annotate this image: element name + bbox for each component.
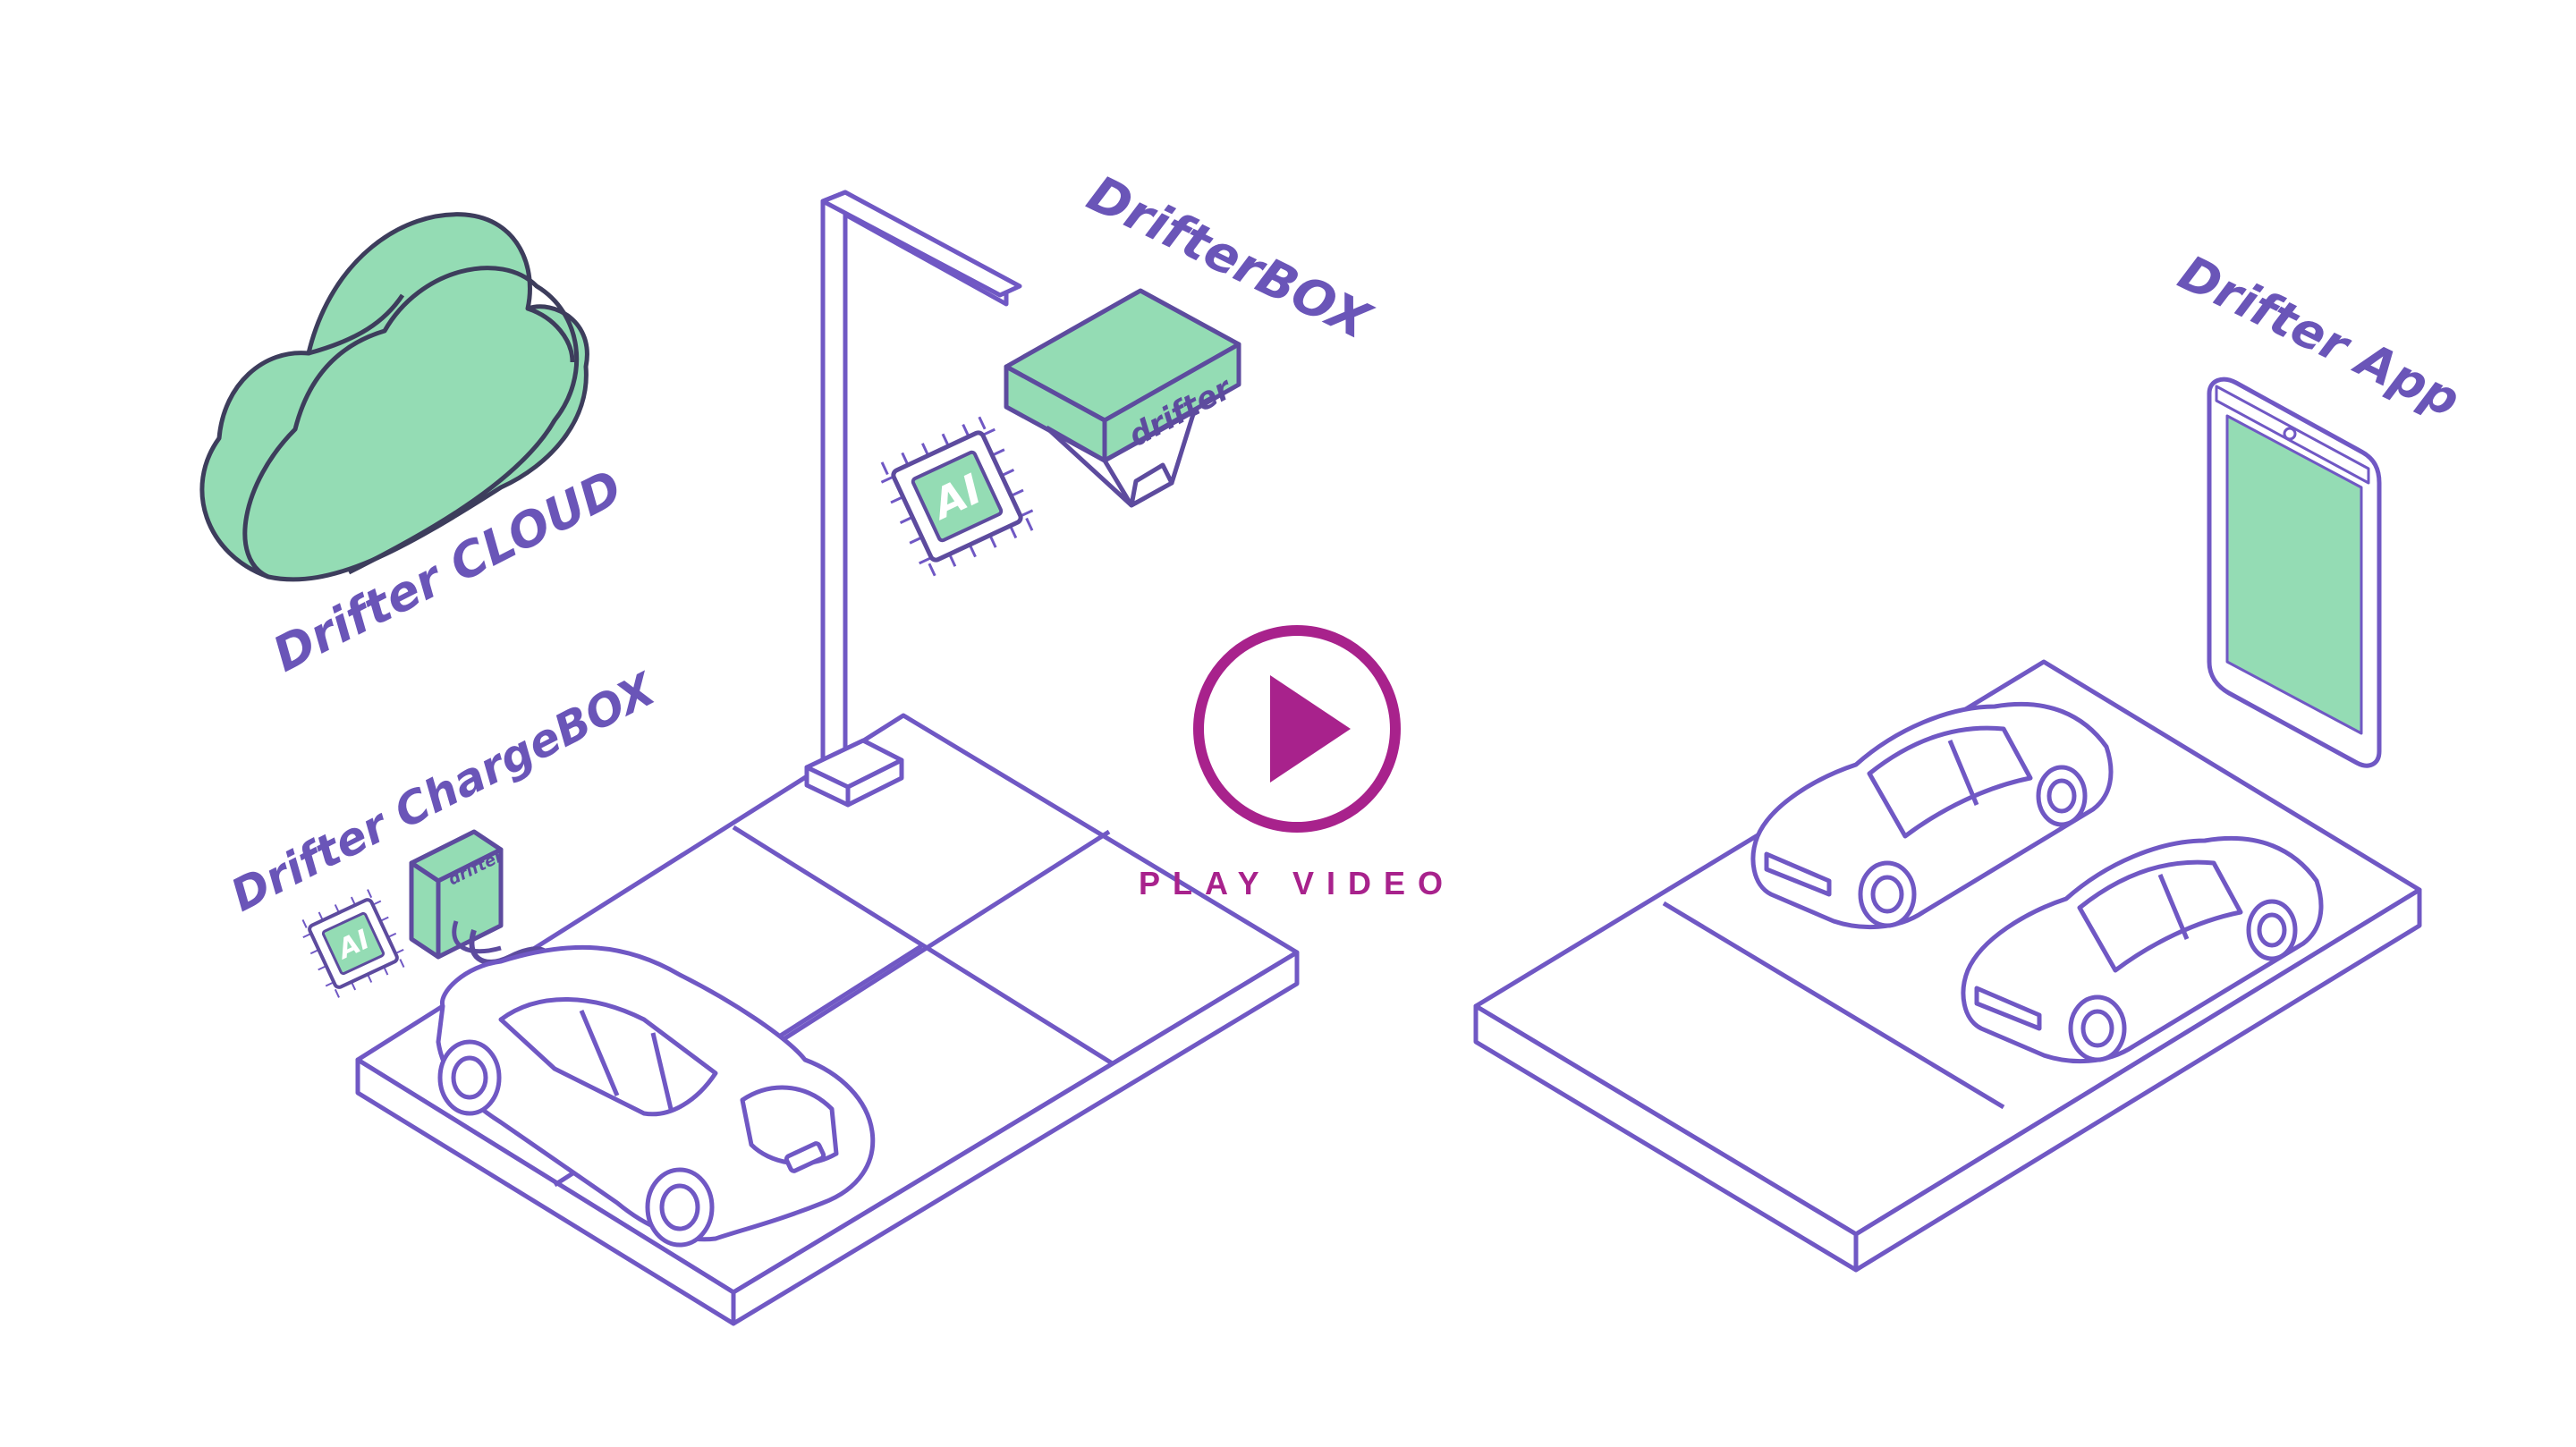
right-parking-platform xyxy=(1473,659,2422,1273)
car-icon xyxy=(1961,835,2324,1063)
car-icon xyxy=(1750,701,2114,929)
play-video-label[interactable]: PLAY VIDEO xyxy=(1139,865,1455,901)
drifterbox-device: drifter xyxy=(1004,288,1241,508)
smartphone-icon xyxy=(2207,377,2382,768)
play-icon[interactable] xyxy=(1270,675,1351,783)
car-icon xyxy=(436,944,876,1248)
cloud-icon xyxy=(199,212,589,582)
camera-pole xyxy=(804,190,1022,808)
ai-chip-icon: AI xyxy=(301,889,405,998)
ai-chip-icon: AI xyxy=(880,416,1034,577)
chargebox-device: drifter xyxy=(409,829,551,968)
play-video-button[interactable]: PLAY VIDEO xyxy=(1139,625,1455,901)
